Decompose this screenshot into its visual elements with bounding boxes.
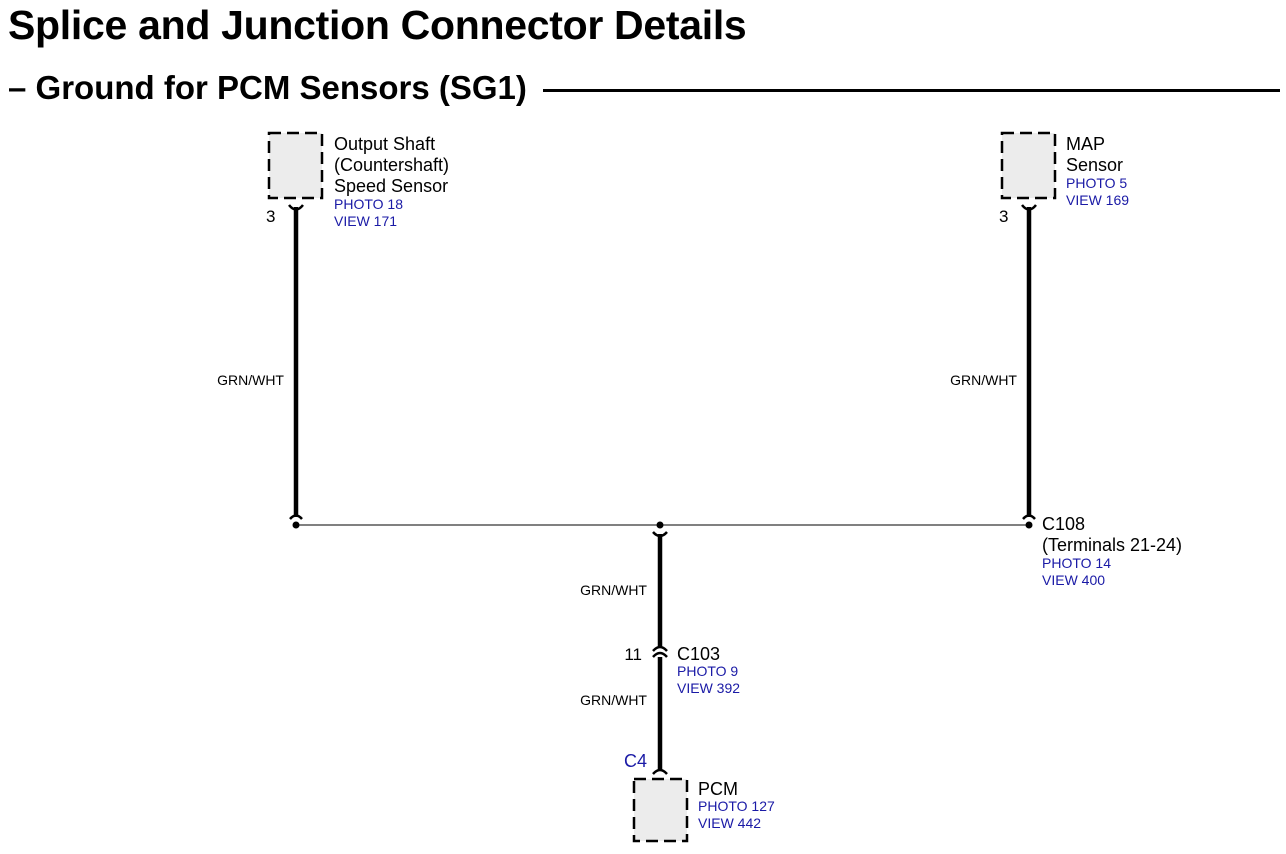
oss-wire-color: GRN/WHT — [217, 372, 284, 388]
c103-pin-number: 11 — [624, 645, 642, 664]
map-component[interactable]: MAP Sensor PHOTO 5 VIEW 169 3 — [999, 131, 1129, 226]
c103-name: C103 — [677, 644, 720, 664]
c108-name: C108 — [1042, 514, 1085, 534]
page-title: Splice and Junction Connector Details — [8, 2, 747, 48]
c108-view-link[interactable]: VIEW 400 — [1042, 572, 1105, 588]
c103-female-symbol — [652, 645, 668, 652]
section-title: – Ground for PCM Sensors (SG1) — [8, 69, 527, 106]
oss-terminal-symbol — [288, 204, 304, 211]
pcm-view-link[interactable]: VIEW 442 — [698, 815, 761, 831]
oss-pin-number: 3 — [266, 207, 275, 226]
c103-connector[interactable]: 11 C103 PHOTO 9 VIEW 392 — [624, 644, 740, 696]
map-component-box[interactable] — [1000, 131, 1057, 200]
c108-terminal-dot-left — [292, 521, 300, 529]
map-terminal-symbol — [1021, 204, 1037, 211]
map-pin-number: 3 — [999, 207, 1008, 226]
c108-photo-link[interactable]: PHOTO 14 — [1042, 555, 1111, 571]
map-wire-color: GRN/WHT — [950, 372, 1017, 388]
oss-photo-link[interactable]: PHOTO 18 — [334, 196, 403, 212]
oss-component[interactable]: Output Shaft (Countershaft) Speed Sensor… — [266, 131, 449, 229]
map-photo-link[interactable]: PHOTO 5 — [1066, 175, 1127, 191]
c108-terminal-dot-right — [1025, 521, 1033, 529]
oss-name-line-1: Output Shaft — [334, 134, 435, 154]
map-view-link[interactable]: VIEW 169 — [1066, 192, 1129, 208]
c108-detail: (Terminals 21-24) — [1042, 535, 1182, 555]
c103-view-link[interactable]: VIEW 392 — [677, 680, 740, 696]
c103-male-symbol — [652, 651, 668, 658]
pcm-component[interactable]: C4 PCM PHOTO 127 VIEW 442 — [624, 751, 775, 843]
c108-terminal-dot-center — [656, 521, 664, 529]
map-name-line-2: Sensor — [1066, 155, 1123, 175]
pcm-component-box[interactable] — [632, 777, 689, 843]
map-name-line-1: MAP — [1066, 134, 1105, 154]
c103-photo-link[interactable]: PHOTO 9 — [677, 663, 738, 679]
pcm-connector-id: C4 — [624, 751, 647, 771]
pcm-name: PCM — [698, 779, 738, 799]
c108-terminal-right — [1022, 514, 1036, 520]
c103-to-pcm-wire-color: GRN/WHT — [580, 692, 647, 708]
section-rule — [542, 88, 1280, 92]
c108-junction[interactable]: C108 (Terminals 21-24) PHOTO 14 VIEW 400 — [289, 514, 1182, 588]
section-header: – Ground for PCM Sensors (SG1) — [8, 68, 1280, 108]
c108-to-c103-wire-color: GRN/WHT — [580, 582, 647, 598]
oss-view-link[interactable]: VIEW 171 — [334, 213, 397, 229]
c108-terminal-left — [289, 514, 303, 520]
pcm-terminal-symbol — [652, 768, 668, 775]
oss-component-box[interactable] — [267, 131, 324, 200]
oss-name-line-2: (Countershaft) — [334, 155, 449, 175]
oss-name-line-3: Speed Sensor — [334, 176, 448, 196]
pcm-photo-link[interactable]: PHOTO 127 — [698, 798, 775, 814]
